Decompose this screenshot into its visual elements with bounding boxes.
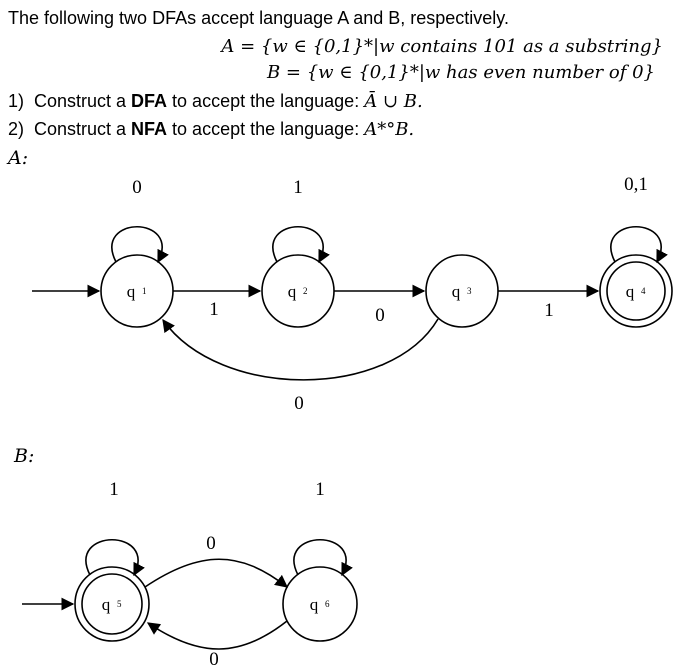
state-q2 [261, 254, 335, 328]
edge-q1-q2-label: 1 [209, 299, 219, 320]
state-q2-subscript: 2 [303, 286, 308, 296]
edge-q5-q6-label: 0 [206, 533, 216, 554]
task-1-text-end: to accept the language: [167, 91, 365, 111]
state-q5-accept-ring [81, 573, 143, 635]
edge-q6-q5 [146, 620, 288, 650]
state-q1 [100, 254, 174, 328]
state-q5-subscript: 5 [117, 599, 122, 609]
loop-q2-label: 1 [293, 177, 303, 198]
language-a-definition: A = {w ∈ {0,1}*|w contains 101 as a subs… [221, 36, 663, 57]
automaton-a-label: A: [8, 147, 29, 169]
automaton-a-diagram [32, 225, 673, 381]
task-1-keyword: DFA [131, 91, 168, 111]
task-2: 2) Construct a NFA to accept the language… [8, 119, 414, 140]
task-2-text: Construct a [34, 119, 132, 139]
state-q1-subscript: 1 [142, 286, 147, 296]
automaton-b-text: 1 0 1 0 q 5 q 6 [102, 479, 330, 670]
task-2-text-end: to accept the language: [167, 119, 365, 139]
edge-q5-q6 [144, 558, 289, 588]
state-q4-accept-ring [606, 261, 666, 321]
task-1-number: 1) [8, 91, 25, 111]
state-q1-label: q [127, 282, 136, 301]
task-2-number: 2) [8, 119, 25, 139]
state-q3-label: q [452, 282, 461, 301]
state-q4 [599, 254, 673, 328]
task-2-keyword: NFA [131, 119, 168, 139]
loop-q5-label: 1 [109, 479, 119, 500]
state-q2-label: q [288, 282, 297, 301]
state-q6 [282, 566, 358, 642]
task-2-expression: A*°B. [364, 119, 415, 140]
loop-q6-label: 1 [315, 479, 325, 500]
automaton-b-label: B: [14, 445, 35, 467]
edge-q3-q1-label: 0 [294, 393, 304, 414]
state-q3 [425, 254, 499, 328]
state-q4-subscript: 4 [641, 286, 646, 296]
edge-q2-q3-label: 0 [375, 305, 385, 326]
loop-q6 [293, 539, 353, 577]
loop-q1 [111, 225, 169, 264]
edge-q3-q1 [162, 318, 439, 381]
automaton-b-diagram [22, 539, 358, 650]
automaton-a-text: 0 1 1 0 1 0 0,1 q 1 q 2 q 3 q 4 [127, 174, 648, 414]
state-q6-subscript: 6 [325, 599, 330, 609]
loop-q1-label: 0 [132, 177, 142, 198]
loop-q4-label: 0,1 [624, 174, 648, 195]
task-1: 1) Construct a DFA to accept the language… [8, 91, 423, 112]
language-b-definition: B = {w ∈ {0,1}*|w has even number of 0} [266, 62, 655, 83]
loop-q4 [610, 225, 668, 264]
state-q6-label: q [310, 595, 319, 614]
edge-q6-q5-label: 0 [209, 649, 219, 670]
task-1-text: Construct a [34, 91, 132, 111]
state-q5 [74, 566, 150, 642]
state-q3-subscript: 3 [467, 286, 472, 296]
state-q5-label: q [102, 595, 111, 614]
loop-q2 [272, 225, 330, 264]
task-1-expression: Ā ∪ B. [364, 91, 423, 112]
state-q4-label: q [626, 282, 635, 301]
edge-q3-q4-label: 1 [544, 300, 554, 321]
problem-intro: The following two DFAs accept language A… [8, 8, 509, 28]
loop-q5 [85, 539, 145, 577]
